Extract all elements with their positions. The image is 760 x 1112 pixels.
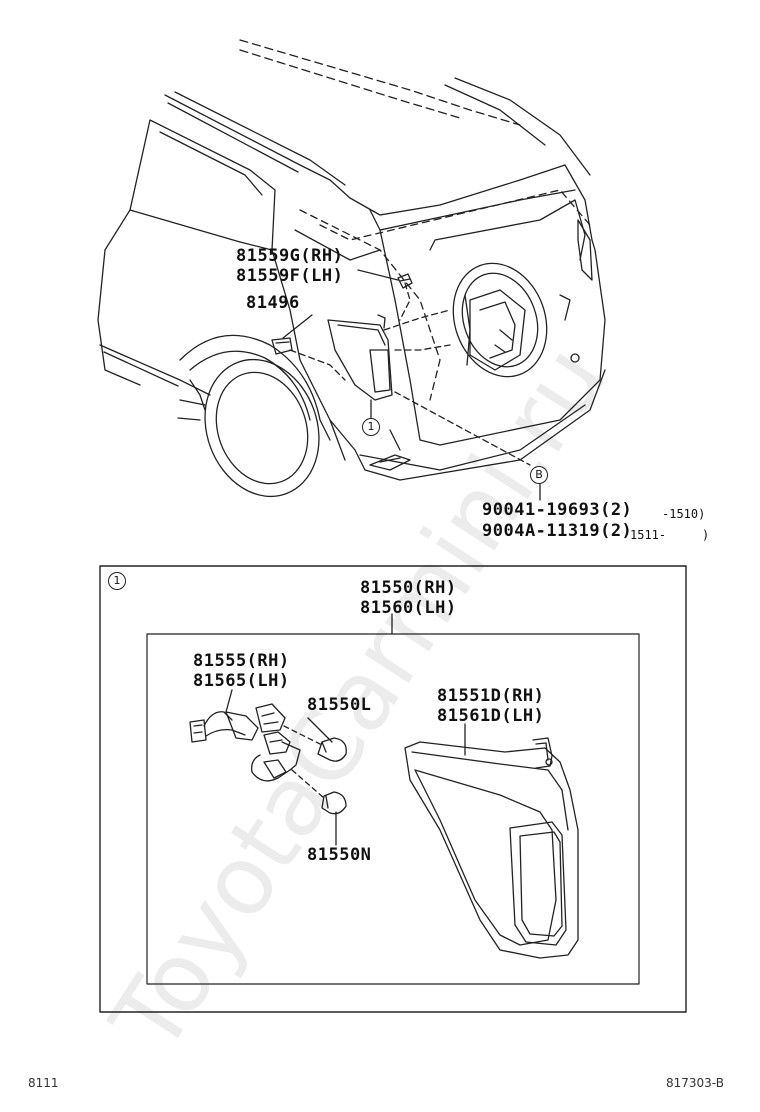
clip-lh-label: 81559F(LH) bbox=[236, 266, 344, 286]
clip-rh-label: 81559G(RH) bbox=[236, 246, 344, 266]
screw-b-range: 1511- bbox=[630, 528, 667, 542]
footer-left-code: 8111 bbox=[28, 1076, 59, 1090]
lens-lh-label: 81561D(LH) bbox=[437, 706, 545, 726]
socket-rh-label: 81555(RH) bbox=[193, 651, 290, 671]
bulb-n-label: 81550N bbox=[307, 845, 372, 865]
vehicle-outline bbox=[97, 39, 606, 498]
grommet-label: 81496 bbox=[246, 293, 300, 313]
screw-a-label: 90041-19693(2) bbox=[482, 500, 633, 520]
lens-rh-label: 81551D(RH) bbox=[437, 686, 545, 706]
ref-b: B bbox=[530, 466, 548, 484]
assy-rh-label: 81550(RH) bbox=[360, 578, 457, 598]
screw-b-label: 9004A-11319(2) bbox=[482, 521, 633, 541]
footer-right-code: 817303-B bbox=[666, 1076, 724, 1090]
socket-lh-label: 81565(LH) bbox=[193, 671, 290, 691]
tail-lamp-lens bbox=[404, 723, 579, 959]
socket-and-wire bbox=[189, 689, 347, 846]
bulb-l-label: 81550L bbox=[307, 695, 372, 715]
screw-b-range-close: ) bbox=[702, 528, 710, 542]
ref-1-upper: 1 bbox=[362, 418, 380, 436]
ref-1-detail: 1 bbox=[108, 572, 126, 590]
screw-a-range: -1510) bbox=[662, 507, 706, 521]
assy-lh-label: 81560(LH) bbox=[360, 598, 457, 618]
detail-box bbox=[99, 565, 687, 1013]
upper-parts bbox=[271, 269, 541, 501]
